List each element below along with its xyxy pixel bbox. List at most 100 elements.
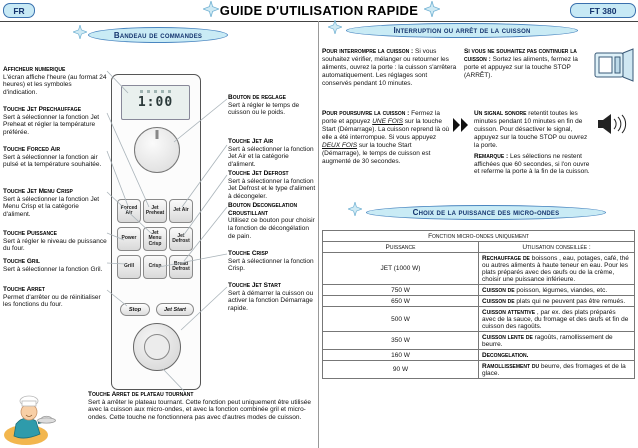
power-table: Fonction micro-ondes uniquement Puissanc…	[322, 230, 635, 379]
usage-cell: Ramollissement du beurre, des fromages e…	[478, 360, 635, 379]
power-cell: 650 W	[322, 295, 479, 307]
callout-title: Afficheur numerique	[3, 66, 66, 73]
forced-air-key: Forced Air	[117, 199, 141, 223]
callout-body: Utilisez ce bouton pour choisir la fonct…	[228, 217, 315, 240]
emphasis-twice: DEUX FOIS	[322, 141, 358, 149]
resume-cooking-paragraph: Pour poursuivre la cuisson : Fermez la p…	[322, 110, 450, 168]
table-row: 500 W Cuisson attentive , par ex. des pl…	[322, 306, 635, 332]
column-divider	[318, 21, 319, 448]
callout-stop: Touche Arret Permet d'arrêter ou de réin…	[3, 286, 107, 309]
callout-title: Touche Jet Start	[228, 282, 281, 289]
display-time: 1:00	[137, 95, 174, 110]
table-row: JET (1000 W) Rechauffage de boissons , e…	[322, 252, 635, 285]
note-lead: Remarque :	[474, 152, 509, 160]
jet-start-dial	[133, 323, 181, 371]
usage-lead: Cuisson de	[482, 286, 515, 294]
crisp-key: Crisp	[143, 255, 167, 279]
callout-body: Sert à régler le niveau de puissance du …	[3, 237, 107, 253]
power-cell: 350 W	[322, 331, 479, 350]
callout-body: Sert à sélectionner la fonction Gril.	[3, 265, 103, 273]
callout-body: Sert à arrêter le plateau tournant. Cett…	[88, 398, 311, 421]
usage-desc: beurre, des fromages et de la glace.	[482, 362, 626, 377]
callout-title: Bouton de reglage	[228, 94, 286, 101]
usage-lead: Ramollissement du	[482, 362, 540, 370]
callout-title: Touche Jet Menu Crisp	[3, 188, 73, 195]
callout-jet-preheat: Touche Jet Prechauffage Sert à sélection…	[3, 106, 107, 137]
dial-notch-icon	[155, 130, 159, 139]
usage-cell: Cuisson lente de ragoûts, ramollissement…	[478, 331, 635, 350]
sparkle-icon	[203, 1, 219, 17]
column-header-power: Puissance	[322, 241, 479, 253]
callout-adjust-dial: Bouton de reglage Sert à régler le temps…	[228, 94, 316, 117]
callout-body: Permet d'arrêter ou de réinitialiser les…	[3, 293, 101, 309]
callout-jet-air: Touche Jet Air Sert à sélectionner la fo…	[228, 138, 316, 169]
bread-defrost-key: Bread Defrost	[169, 255, 193, 279]
power-cell: 90 W	[322, 360, 479, 379]
callout-body: Sert à régler le temps de cuisson ou le …	[228, 101, 300, 117]
callout-bread-defrost: Bouton Decongelation Croustillant Utilis…	[228, 202, 316, 240]
usage-cell: Cuisson de plats qui ne peuvent pas être…	[478, 295, 635, 307]
callout-title: Touche Jet Defrost	[228, 170, 289, 177]
callout-title: Touche Gril	[3, 258, 40, 265]
usage-cell: Cuisson attentive , par ex. des plats pr…	[478, 306, 635, 332]
usage-desc: ragoûts, ramollissement de beurre.	[482, 333, 613, 348]
stop-key: Stop	[120, 303, 150, 316]
grill-key: Grill	[117, 255, 141, 279]
section-title-interruption: Interruption ou arrêt de la cuisson	[346, 23, 578, 38]
callout-body: Sert à sélectionner la fonction Jet Menu…	[3, 195, 100, 218]
paragraph-lead: Un signal sonore	[474, 110, 527, 117]
callout-body: L'écran affiche l'heure (au format 24 he…	[3, 73, 107, 96]
callout-title: Touche Forced Air	[3, 146, 61, 153]
paragraph-body: Sortez les aliments, fermez la porte et …	[464, 55, 578, 79]
callout-body: Sert à sélectionner la fonction Jet Defr…	[228, 177, 316, 200]
usage-desc: poisson, légumes, viandes, etc.	[514, 286, 608, 294]
callout-forced-air: Touche Forced Air Sert à sélectionner la…	[3, 146, 107, 169]
speaker-icon	[597, 112, 633, 136]
table-row: 160 W Decongelation.	[322, 349, 635, 361]
callout-display: Afficheur numerique L'écran affiche l'he…	[3, 66, 107, 97]
usage-lead: Cuisson attentive	[482, 308, 536, 316]
callout-power: Touche Puissance Sert à régler le niveau…	[3, 230, 107, 253]
sparkle-icon	[328, 20, 342, 34]
jet-menu-crisp-key: Jet Menu Crisp	[143, 227, 167, 251]
display-indicator-icons	[122, 90, 189, 93]
callout-body: Sert à sélectionner la fonction Crisp.	[228, 257, 314, 273]
callout-title: Touche Crisp	[228, 250, 269, 257]
callout-body: Sert à sélectionner la fonction air puls…	[3, 153, 102, 169]
control-panel-illustration: 1:00 Forced Air Jet Preheat Jet Air Powe…	[111, 74, 201, 390]
section-title-power-choice: Choix de la puissance des micro-ondes	[366, 205, 606, 220]
note-body: Les sélections ne restent affichées que …	[474, 152, 590, 176]
jet-start-dial-button	[144, 334, 170, 360]
table-row: 90 W Ramollissement du beurre, des froma…	[322, 360, 635, 379]
usage-desc: , par ex. des plats préparés avec de la …	[482, 308, 629, 330]
jet-defrost-key: Jet Defrost	[169, 227, 193, 251]
paragraph-lead: Si vous ne souhaitez pas continuer la cu…	[464, 48, 577, 63]
table-header-row: Puissance Utilisation conseillée :	[322, 241, 635, 253]
callout-title: Touche Arret de plateau tournant	[88, 391, 194, 398]
callout-grill: Touche Gril Sert à sélectionner la fonct…	[3, 258, 107, 273]
usage-desc: boissons , eau, potages, café, thé ou au…	[482, 254, 629, 283]
interrupt-cooking-paragraph: Pour interrompre la cuisson : Si vous so…	[322, 48, 458, 91]
callout-body: Sert à démarrer la cuisson ou activer la…	[228, 289, 314, 312]
usage-lead: Decongelation.	[482, 351, 529, 359]
power-cell: 160 W	[322, 349, 479, 361]
open-door-icon	[594, 48, 634, 82]
table-row: 650 W Cuisson de plats qui ne peuvent pa…	[322, 295, 635, 307]
table-caption: Fonction micro-ondes uniquement	[322, 230, 635, 242]
header-rule	[0, 21, 638, 22]
usage-lead: Cuisson de	[482, 297, 515, 305]
table-caption-row: Fonction micro-ondes uniquement	[322, 230, 635, 242]
jet-preheat-key: Jet Preheat	[143, 199, 167, 223]
usage-cell: Decongelation.	[478, 349, 635, 361]
usage-lead: Rechauffage de	[482, 254, 530, 262]
section-title-control-panel: Bandeau de commandes	[88, 27, 228, 43]
power-key: Power	[117, 227, 141, 251]
page-title: GUIDE D'UTILISATION RAPIDE	[219, 3, 419, 18]
paragraph-lead: Pour interrompre la cuisson :	[322, 48, 414, 55]
power-cell: 500 W	[322, 306, 479, 332]
jet-start-key-label: Jet Start	[156, 303, 194, 316]
function-key-grid: Forced Air Jet Preheat Jet Air Power Jet…	[117, 199, 193, 279]
usage-lead: Cuisson lente de	[482, 333, 533, 341]
paragraph-body: sur la touche Start (Démarrage), le temp…	[322, 141, 431, 165]
